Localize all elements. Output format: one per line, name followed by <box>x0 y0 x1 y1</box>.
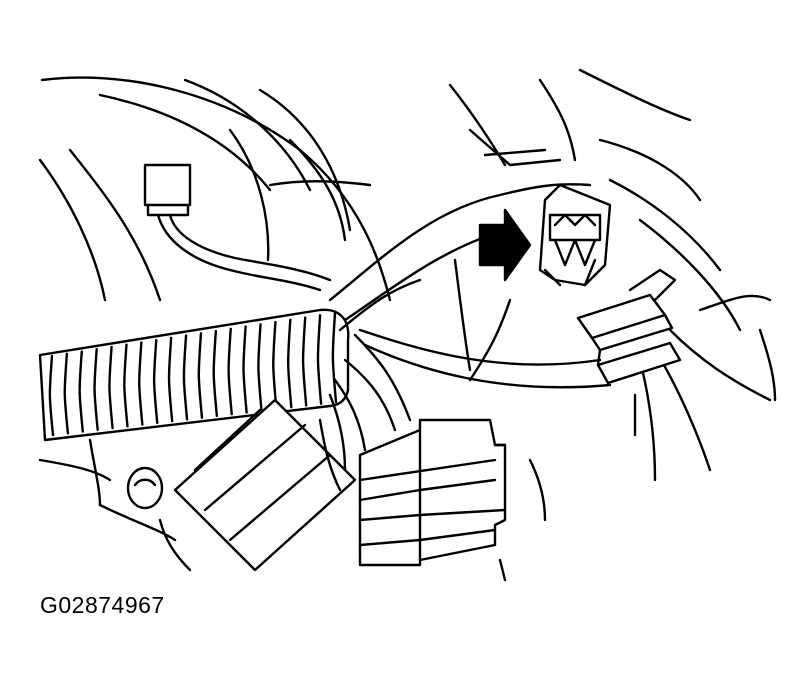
mounting-bolt <box>126 466 164 510</box>
lower-left-connector <box>173 398 357 572</box>
body-panel-contours <box>38 76 392 302</box>
right-stacked-connector <box>576 268 682 437</box>
tube-rib <box>301 316 308 407</box>
lower-body-contours <box>38 258 547 582</box>
tube-rib <box>316 314 323 405</box>
figure-id-label: G02874967 <box>40 592 165 618</box>
tube-rib <box>93 348 99 431</box>
tube-rib <box>286 318 293 409</box>
upper-left-connector <box>143 163 332 292</box>
tube-rib <box>138 341 144 426</box>
tube-rib <box>108 345 114 430</box>
harness-branch-wires <box>328 183 612 472</box>
tube-rib <box>48 354 55 437</box>
tube-rib <box>212 329 219 418</box>
tube-rib <box>152 338 159 425</box>
tube-rib <box>78 350 84 433</box>
tube-rib <box>197 332 204 419</box>
target-connector <box>538 183 612 287</box>
tube-rib <box>182 334 189 421</box>
tube-rib <box>331 311 338 404</box>
tube-rib <box>257 323 263 412</box>
tube-rib <box>123 343 129 428</box>
tube-rib <box>63 352 70 435</box>
corrugated-harness-tube <box>38 308 350 442</box>
center-bottom-connector <box>358 418 507 567</box>
tube-rib <box>167 336 174 423</box>
pointer-arrow-icon <box>478 208 532 282</box>
tube-rib <box>227 327 233 416</box>
upper-right-bracket <box>448 68 777 482</box>
tube-rib <box>242 325 248 414</box>
tube-rib <box>272 320 278 411</box>
